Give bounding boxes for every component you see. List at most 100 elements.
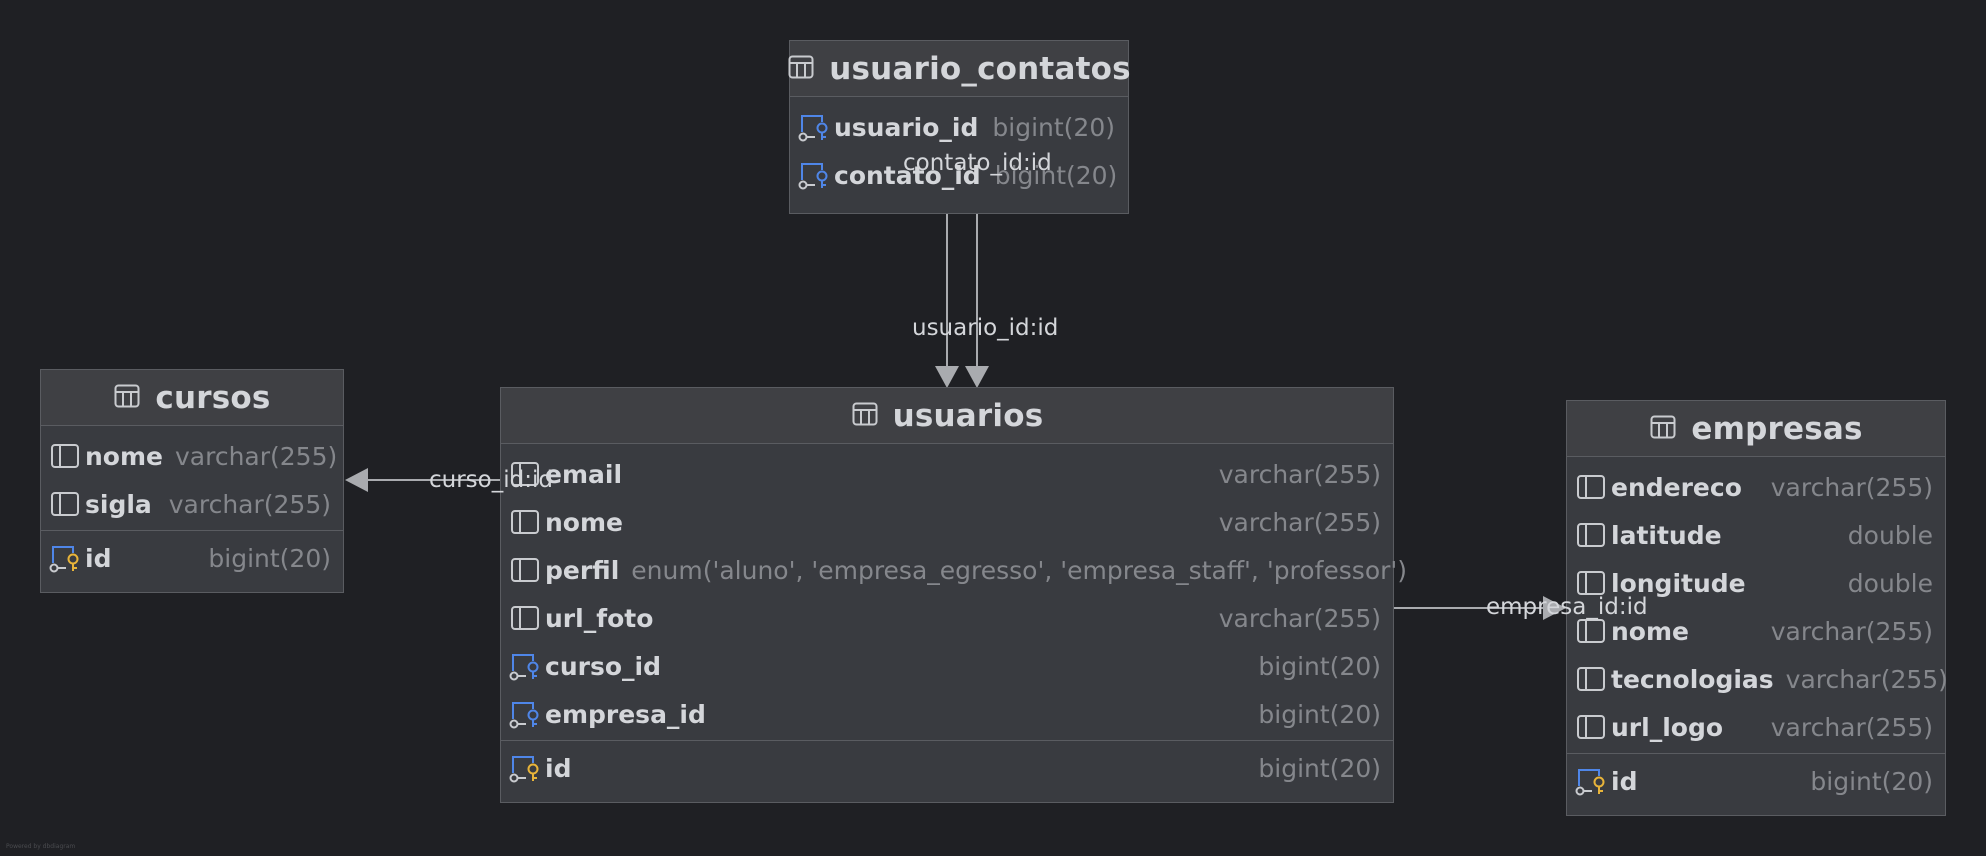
column-type: bigint(20) — [1258, 651, 1381, 681]
column-name: id — [85, 543, 112, 573]
column-icon — [1575, 567, 1607, 599]
column-name: nome — [545, 507, 623, 537]
table-title: empresas — [1691, 410, 1863, 447]
column-name: url_logo — [1611, 712, 1724, 742]
column-icon — [509, 458, 541, 490]
fk-icon — [798, 159, 830, 191]
column-name: nome — [85, 441, 163, 471]
table-title: cursos — [155, 379, 271, 416]
column-row[interactable]: nome varchar(255) — [501, 498, 1393, 546]
relation-empresa-id[interactable] — [1394, 596, 1566, 620]
column-row[interactable]: perfil enum('aluno', 'empresa_egresso', '… — [501, 546, 1407, 594]
column-type: double — [1847, 520, 1933, 550]
column-type: varchar(255) — [1770, 472, 1933, 502]
table-title: usuarios — [892, 397, 1044, 434]
fk-icon — [798, 111, 830, 143]
relation-usuario-id[interactable] — [935, 214, 959, 388]
pk-icon — [49, 542, 81, 574]
column-type: varchar(255) — [174, 441, 338, 471]
table-header[interactable]: cursos — [41, 370, 343, 426]
relation-label-curso-id: curso_id:id — [429, 467, 553, 493]
column-type: varchar(255) — [1785, 664, 1948, 694]
column-name: contato_id — [834, 160, 981, 190]
column-type: bigint(20) — [994, 160, 1118, 190]
column-name: id — [1611, 766, 1638, 796]
table-header[interactable]: empresas — [1567, 401, 1945, 457]
column-icon — [509, 506, 541, 538]
column-row[interactable]: id bigint(20) — [501, 744, 1393, 792]
key-separator — [501, 740, 1393, 744]
column-name: curso_id — [545, 651, 661, 681]
table-icon — [113, 382, 141, 414]
column-type: varchar(255) — [1218, 459, 1381, 489]
column-type: bigint(20) — [208, 543, 331, 573]
table-header[interactable]: usuarios — [501, 388, 1393, 444]
column-name: id — [545, 753, 572, 783]
column-type: bigint(20) — [1258, 699, 1381, 729]
column-icon — [1575, 711, 1607, 743]
relation-label-contato-id: contato_id:id — [903, 150, 1052, 176]
column-type: varchar(255) — [1218, 603, 1381, 633]
column-type: bigint(20) — [992, 112, 1115, 142]
column-name: tecnologias — [1611, 664, 1774, 694]
column-name: nome — [1611, 616, 1689, 646]
column-type: enum('aluno', 'empresa_egresso', 'empres… — [631, 555, 1408, 585]
column-name: perfil — [545, 555, 620, 585]
column-name: email — [545, 459, 623, 489]
column-row[interactable]: usuario_id bigint(20) — [790, 103, 1128, 151]
relation-curso-id[interactable] — [345, 468, 500, 492]
column-row[interactable]: empresa_id bigint(20) — [501, 690, 1393, 738]
column-type: varchar(255) — [1218, 507, 1381, 537]
fk-icon — [509, 650, 541, 682]
column-row[interactable]: id bigint(20) — [1567, 757, 1945, 805]
column-row[interactable]: sigla varchar(255) — [41, 480, 343, 528]
relation-label-usuario-id: usuario_id:id — [912, 315, 1059, 341]
column-type: varchar(255) — [168, 489, 331, 519]
relation-label-empresa-id: empresa_id:id — [1486, 594, 1648, 620]
columns-list: usuario_id bigint(20) contato_id bigint(20) — [790, 97, 1128, 199]
fk-icon — [509, 698, 541, 730]
table-icon — [1649, 413, 1677, 445]
column-icon — [1575, 519, 1607, 551]
column-icon — [1575, 663, 1607, 695]
column-row[interactable]: tecnologias varchar(255) — [1567, 655, 1948, 703]
column-name: empresa_id — [545, 699, 706, 729]
column-name: url_foto — [545, 603, 654, 633]
column-type: bigint(20) — [1258, 753, 1381, 783]
column-row[interactable]: email varchar(255) — [501, 450, 1393, 498]
table-header[interactable]: usuario_contatos — [787, 41, 1131, 97]
table-icon — [851, 400, 879, 432]
relation-contato-id[interactable] — [965, 214, 989, 388]
column-row[interactable]: url_foto varchar(255) — [501, 594, 1393, 642]
column-icon — [1575, 615, 1607, 647]
column-name: usuario_id — [834, 112, 979, 142]
column-name: longitude — [1611, 568, 1746, 598]
table-icon — [787, 53, 815, 85]
table-usuarios[interactable]: usuarios email varchar(255) nome varchar(25… — [500, 387, 1407, 803]
column-name: sigla — [85, 489, 152, 519]
column-icon — [509, 554, 541, 586]
key-separator — [1567, 753, 1945, 757]
column-type: bigint(20) — [1810, 766, 1933, 796]
column-icon — [49, 488, 81, 520]
column-icon — [49, 440, 81, 472]
column-row[interactable]: contato_id bigint(20) — [790, 151, 1128, 199]
column-row[interactable]: id bigint(20) — [41, 534, 343, 582]
column-row[interactable]: nome varchar(255) — [41, 432, 343, 480]
column-row[interactable]: curso_id bigint(20) — [501, 642, 1393, 690]
key-separator — [41, 530, 343, 534]
watermark: Powered by dbdiagram — [6, 843, 76, 850]
column-icon — [1575, 471, 1607, 503]
